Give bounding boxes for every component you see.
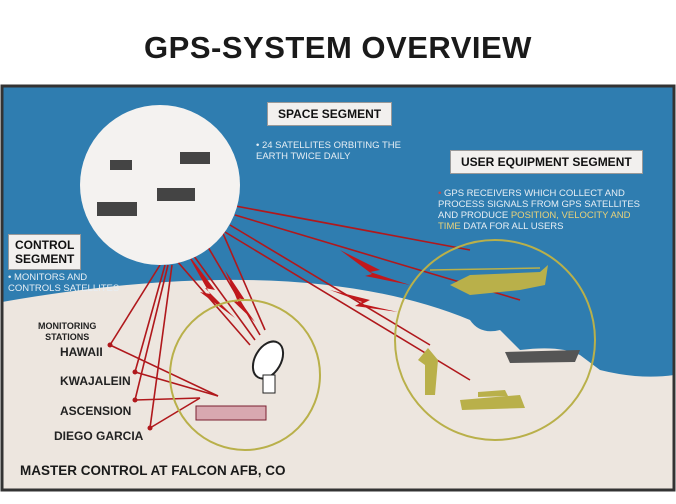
user-line3a: AND PRODUCE [438, 210, 511, 221]
user-line2: PROCESS SIGNALS FROM GPS SATELLITES [438, 199, 641, 210]
user-line4a: TIME [438, 221, 461, 232]
user-segment-description: • GPS RECEIVERS WHICH COLLECT AND PROCES… [438, 188, 641, 232]
page-title: GPS-SYSTEM OVERVIEW [144, 30, 532, 65]
user-circle [394, 239, 596, 441]
station-kwajalein: KWAJALEIN [60, 374, 131, 388]
master-control-label: MASTER CONTROL AT FALCON AFB, CO [20, 463, 286, 478]
user-segment-label: USER EQUIPMENT SEGMENT [450, 150, 643, 174]
control-label-line1: CONTROL [15, 238, 75, 252]
user-line4b: DATA FOR ALL USERS [460, 221, 564, 232]
space-segment-label: SPACE SEGMENT [267, 102, 393, 126]
station-markers [107, 342, 153, 431]
satellite-icons [97, 152, 210, 216]
control-bullet-line2: CONTROLS SATELLITES [8, 283, 120, 294]
control-segment-description: • MONITORS AND CONTROLS SATELLITES [8, 272, 120, 294]
control-label-line2: SEGMENT [15, 252, 75, 266]
soldier-icon [418, 348, 438, 395]
lightning-bolt-icons [185, 250, 410, 322]
satellite-circle [80, 105, 240, 265]
user-line1: GPS RECEIVERS WHICH COLLECT AND [443, 188, 625, 199]
control-segment-label: CONTROL SEGMENT [8, 234, 82, 270]
control-circle [169, 299, 321, 451]
space-bullet-line2: EARTH TWICE DAILY [256, 151, 351, 162]
control-console-icon [195, 405, 267, 421]
control-bullet-line1: MONITORS AND [13, 272, 88, 283]
station-hawaii: HAWAII [60, 345, 103, 359]
monitoring-stations-heading: MONITORING STATIONS [38, 321, 96, 343]
frame [0, 84, 676, 492]
space-segment-description: • 24 SATELLITES ORBITING THE EARTH TWICE… [256, 140, 401, 162]
monitoring-line2: STATIONS [45, 332, 90, 342]
helicopter-icon [450, 265, 548, 295]
earth-land [2, 279, 674, 490]
station-diego-garcia: DIEGO GARCIA [54, 429, 144, 443]
monitoring-line1: MONITORING [38, 321, 97, 331]
user-line3b: POSITION, VELOCITY AND [510, 210, 631, 221]
satellite-dish-icon [251, 340, 285, 394]
tank-icon [460, 390, 525, 410]
space-bullet-line1: 24 SATELLITES ORBITING THE [261, 140, 401, 151]
ship-icon [505, 350, 580, 363]
station-ascension: ASCENSION [60, 404, 132, 418]
